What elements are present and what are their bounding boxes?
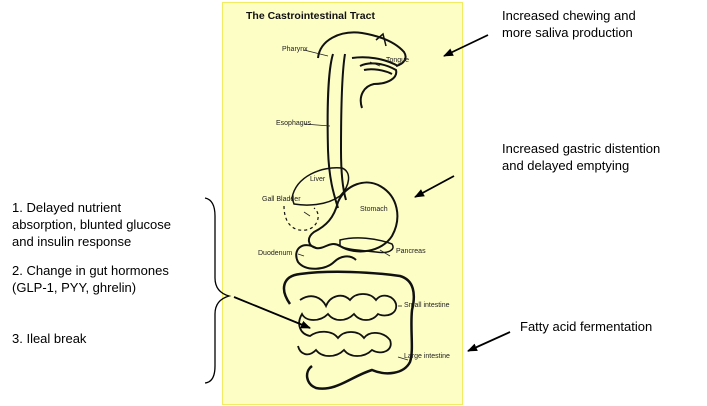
effect-1-line2: absorption, blunted glucose bbox=[12, 217, 171, 233]
gastric-note-line2: and delayed emptying bbox=[502, 158, 629, 174]
label-duodenum: Duodenum bbox=[258, 250, 292, 257]
effects-arrow bbox=[234, 297, 310, 328]
esophagus-shape bbox=[328, 54, 346, 208]
chewing-note-line2: more saliva production bbox=[502, 25, 633, 41]
effect-2-line2: (GLP-1, PYY, ghrelin) bbox=[12, 280, 136, 296]
effect-3-line1: 3. Ileal break bbox=[12, 331, 86, 347]
chewing-note-line1: Increased chewing and bbox=[502, 8, 636, 24]
gastric-arrow bbox=[415, 176, 454, 197]
label-tongue: Tongue bbox=[386, 57, 409, 64]
effect-2-line1: 2. Change in gut hormones bbox=[12, 263, 169, 279]
chewing-arrow bbox=[444, 35, 488, 56]
label-stomach: Stomach bbox=[360, 206, 388, 213]
effects-brace bbox=[205, 198, 229, 383]
fermentation-arrow bbox=[468, 332, 510, 351]
fermentation-note: Fatty acid fermentation bbox=[520, 319, 652, 335]
label-pancreas: Pancreas bbox=[396, 248, 426, 255]
head-outline bbox=[318, 32, 406, 108]
label-esophagus: Esophagus bbox=[276, 120, 311, 127]
large-intestine-shape bbox=[284, 272, 414, 389]
effect-1-line1: 1. Delayed nutrient bbox=[12, 200, 121, 216]
gastric-note-line1: Increased gastric distention bbox=[502, 141, 660, 157]
small-intestine-shape bbox=[298, 294, 396, 356]
label-pharynx: Pharynx bbox=[282, 46, 308, 53]
label-large-intestine: Large intestine bbox=[404, 353, 450, 360]
effect-1-line3: and insulin response bbox=[12, 234, 131, 250]
label-gall-bladder: Gall Bladder bbox=[262, 196, 301, 203]
label-liver: Liver bbox=[310, 176, 325, 183]
gall-bladder-shape bbox=[284, 206, 318, 230]
label-small-intestine: Small intestine bbox=[404, 302, 450, 309]
